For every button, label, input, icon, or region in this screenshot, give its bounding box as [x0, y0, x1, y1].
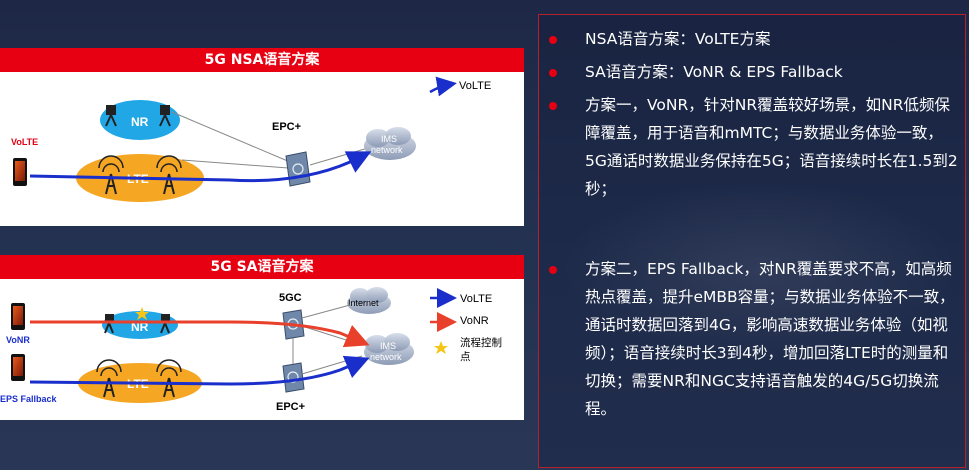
- sa-legend-volte-label: VoLTE: [460, 293, 492, 305]
- nsa-volte-path: [29, 151, 372, 183]
- sa-legend-star: 流程控制 点: [434, 336, 502, 363]
- scheme-description-box: NSA语音方案：VoLTE方案 SA语音方案：VoNR & EPS Fallba…: [538, 14, 966, 468]
- nsa-phone-label: VoLTE: [11, 137, 38, 147]
- sa-core-bottom-label: EPC+: [276, 401, 305, 413]
- nsa-ims-label-line1: IMS: [381, 134, 397, 144]
- bullet-scheme-two: 方案二，EPS Fallback，对NR覆盖要求不高，如高频热点覆盖，提升eMB…: [585, 260, 955, 418]
- sa-diagram-panel: [0, 277, 524, 420]
- sa-nr-star-icon: [135, 307, 149, 320]
- sa-nr-coverage: [102, 311, 178, 339]
- sa-panel-title: 5G SA语音方案: [0, 255, 524, 279]
- sa-phone-fallback-icon: [11, 354, 25, 381]
- nsa-lte-to-core-line: [181, 159, 289, 169]
- sa-legend-vonr-label: VoNR: [460, 315, 489, 327]
- nsa-core-router-icon: [285, 151, 311, 187]
- nsa-nr-antenna-left-icon: [105, 105, 117, 127]
- nsa-lte-tower-left-icon: [98, 155, 124, 195]
- sa-epc-router-icon: [282, 362, 305, 393]
- nsa-legend-volte-label: VoLTE: [459, 80, 491, 92]
- sa-5gc-to-internet-line: [301, 304, 351, 319]
- sa-phone2-label: EPS Fallback: [0, 394, 58, 404]
- sa-internet-cloud-icon: [347, 287, 391, 314]
- sa-lte-tower-right-icon: [156, 359, 182, 398]
- nsa-core-to-ims-line: [309, 147, 369, 166]
- nsa-nr-antenna-right-icon: [159, 105, 171, 127]
- sa-lte-tower-left-icon: [96, 359, 122, 398]
- sa-vonr-path: [30, 320, 370, 348]
- nsa-ims-cloud-icon: [364, 127, 416, 160]
- sa-volte-path: [29, 355, 370, 386]
- sa-legend-vonr: VoNR: [430, 312, 489, 332]
- nsa-ims-label-line2: network: [371, 145, 403, 155]
- sa-5gc-to-ims-line: [301, 325, 363, 346]
- background-city-glow: [560, 180, 960, 360]
- sa-ims-label-line2: network: [370, 352, 402, 362]
- sa-phone1-label: VoNR: [6, 335, 30, 345]
- bullet-scheme-one: 方案一，VoNR，针对NR覆盖较好场景，如NR低频保障覆盖，用于语音和mMTC；…: [585, 96, 958, 198]
- nsa-nr-to-core-line: [171, 111, 291, 163]
- sa-nr-antenna-right-icon: [160, 314, 170, 334]
- sa-legend-star-label-line1: 流程控制: [460, 336, 502, 349]
- bullet-dot: [549, 266, 557, 274]
- nsa-phone-icon: [13, 158, 27, 186]
- sa-core-top-label: 5GC: [279, 292, 302, 304]
- nsa-legend-volte: VoLTE: [429, 76, 491, 97]
- sa-legend-star-label-line2: 点: [460, 351, 471, 363]
- sa-phone-vonr-icon: [11, 303, 25, 330]
- bullet-dot: [549, 69, 557, 77]
- bullet-dot: [549, 102, 557, 110]
- nsa-core-label: EPC+: [272, 121, 301, 133]
- nsa-nr-label: NR: [131, 115, 149, 129]
- sa-ims-cloud-icon: [364, 333, 414, 365]
- sa-legend-volte: VoLTE: [430, 288, 492, 308]
- nsa-diagram: VoLTE NR LTE: [11, 76, 491, 202]
- sa-ims-label-line1: IMS: [380, 341, 396, 351]
- bullet-dot: [549, 36, 557, 44]
- sa-legend-star-icon: [434, 341, 448, 354]
- sa-diagram: VoLTE VoNR 流程控制 点 NR: [0, 287, 502, 413]
- nsa-panel-title: 5G NSA语音方案: [0, 48, 524, 72]
- sa-nr-antenna-left-icon: [104, 314, 114, 334]
- bullet-sa: SA语音方案：VoNR & EPS Fallback: [585, 63, 843, 81]
- sa-internet-label: Internet: [348, 298, 379, 308]
- bullet-nsa: NSA语音方案：VoLTE方案: [585, 30, 771, 48]
